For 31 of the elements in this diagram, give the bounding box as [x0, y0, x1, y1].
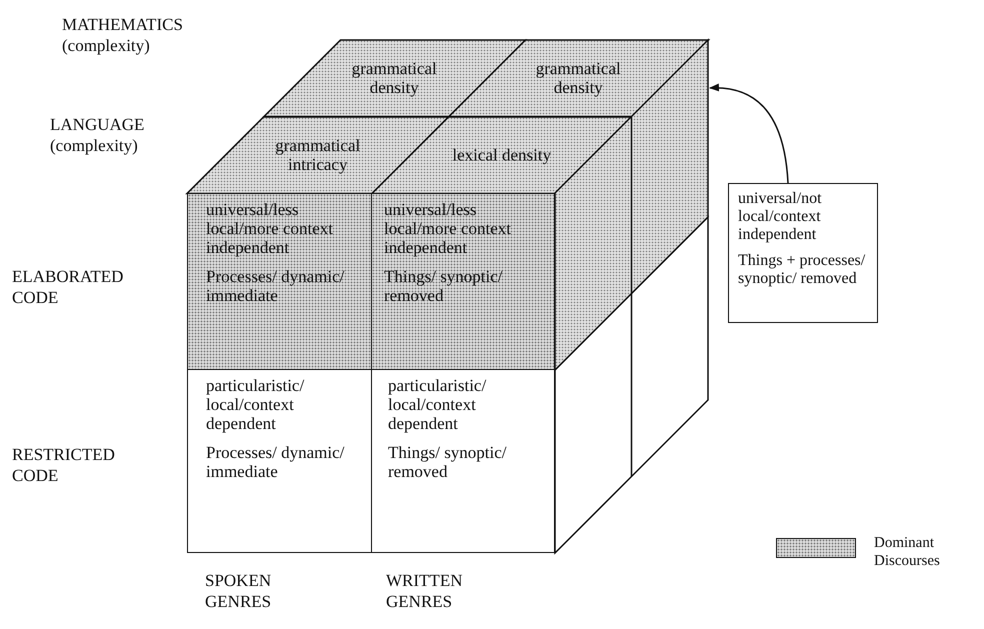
cell-text: grammatical density	[534, 59, 622, 98]
cell-text: Processes/ dynamic/ immediate	[206, 267, 346, 305]
row-label: RESTRICTED CODE	[12, 444, 116, 486]
cell-text: universal/not local/context independent	[738, 190, 823, 244]
cell-text: universal/less local/more context independent	[384, 200, 512, 257]
front-face-cell	[372, 370, 555, 553]
front-face-cell	[187, 370, 372, 553]
cell-text: grammatical density	[350, 59, 438, 98]
front-face-cell	[372, 193, 555, 370]
row-label: ELABORATED CODE	[12, 266, 124, 308]
column-label: WRITTEN GENRES	[386, 570, 464, 612]
cell-text: lexical density	[451, 145, 552, 164]
axis-label: LANGUAGE (complexity)	[50, 114, 146, 156]
legend-text: Dominant Discourses	[874, 534, 941, 570]
cell-text: particularistic/ local/context dependent	[388, 376, 488, 433]
cell-text: grammatical intricacy	[274, 136, 362, 174]
top-face-cell	[187, 116, 448, 193]
cell-text: Things/ synoptic/ removed	[384, 267, 504, 305]
axis-label: MATHEMATICS (complexity)	[62, 14, 184, 56]
top-face-cell	[448, 40, 708, 116]
top-face-cell	[372, 116, 632, 193]
cell-text: Things/ synoptic/ removed	[388, 443, 508, 481]
callout-box	[728, 183, 878, 323]
front-face-cell	[187, 193, 372, 370]
cell-text: particularistic/ local/context dependent	[206, 376, 306, 433]
cell-text: Things + processes/ synoptic/ removed	[738, 252, 866, 288]
cell-text: Processes/ dynamic/ immediate	[206, 443, 346, 481]
arrow	[709, 84, 789, 184]
cell-text: universal/less local/more context independent	[206, 200, 334, 257]
top-face-cell	[264, 40, 525, 116]
column-label: SPOKEN GENRES	[205, 570, 272, 612]
